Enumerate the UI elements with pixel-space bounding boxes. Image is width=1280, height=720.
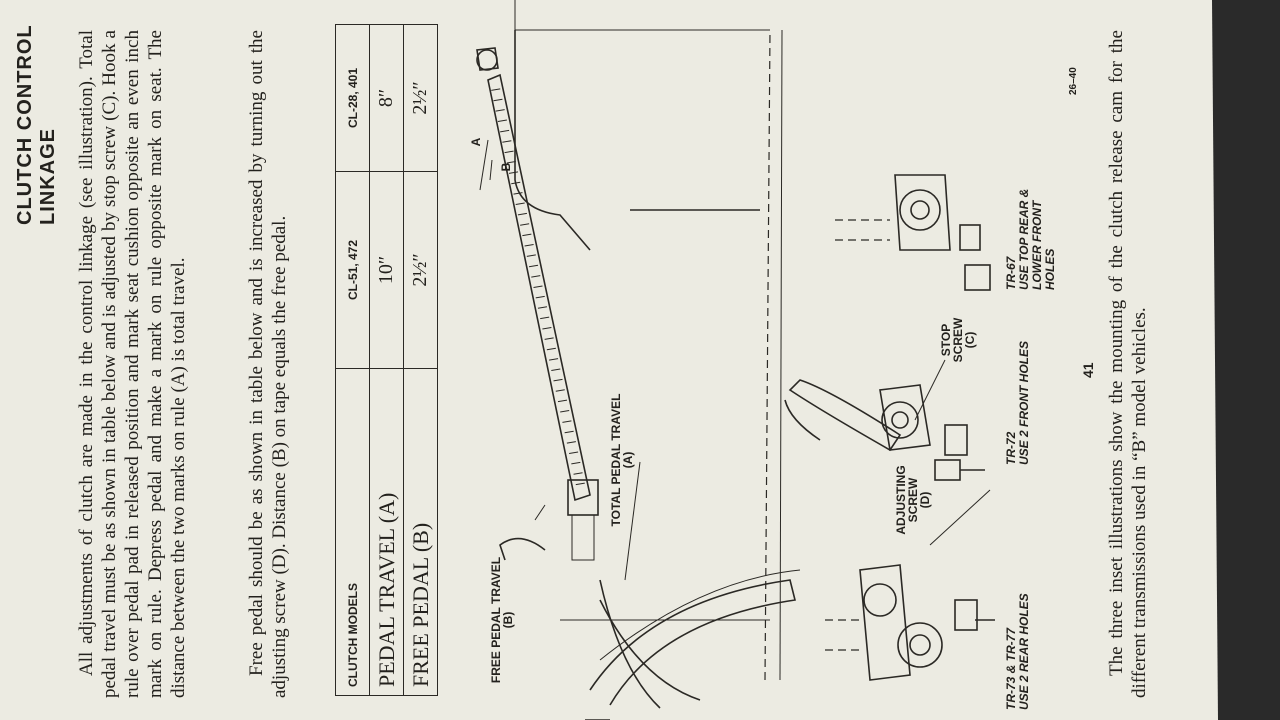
- rule-tick: [504, 150, 514, 154]
- tr67-mechanism: [835, 174, 991, 291]
- caption-tr73-tr77: TR-73 & TR-77 USE 2 REAR HOLES: [1004, 593, 1031, 710]
- caption-tr67: TR-67 USE TOP REAR & LOWER FRONT HOLES: [1004, 188, 1057, 290]
- floor-line: [764, 29, 771, 681]
- rule-tick: [517, 212, 528, 216]
- label-stop-screw: STOP SCREW (C): [939, 317, 977, 363]
- rule-tick: [535, 295, 545, 299]
- rule-tick: [513, 192, 523, 195]
- rule-tick: [553, 378, 563, 382]
- rule-tick: [533, 285, 543, 288]
- release-lever: [788, 379, 902, 452]
- rule-tick: [531, 275, 541, 278]
- rule-tick: [537, 306, 548, 309]
- rule-tick: [508, 171, 519, 174]
- rule-tick: [546, 347, 556, 351]
- label-rule-b: B: [499, 162, 513, 172]
- rule-tick: [560, 410, 570, 413]
- rule-tick: [502, 140, 512, 143]
- rule-tick: [528, 264, 539, 268]
- clutch-linkage-diagram: [0, 0, 1215, 720]
- tr73-tr77-mechanism: [825, 564, 995, 681]
- clutch-rod: [589, 579, 796, 706]
- caption-tr72: TR-72 USE 2 FRONT HOLES: [1004, 340, 1031, 465]
- label-rule-a: A: [469, 137, 483, 147]
- rule-tick: [526, 254, 536, 257]
- adjusting-screw-leader: [929, 489, 991, 546]
- rule-tick: [500, 129, 510, 133]
- rule-tick: [555, 389, 565, 392]
- manual-page: CLUTCH CONTROL LINKAGE All adjustments o…: [0, 0, 1215, 720]
- tr72-mechanism: [879, 384, 985, 481]
- rule-tick: [544, 337, 554, 340]
- rule-tick: [551, 368, 561, 371]
- rule-tick: [571, 461, 581, 465]
- rule-tick: [566, 441, 576, 444]
- rule-tick: [511, 181, 521, 185]
- rule-tick: [573, 472, 583, 475]
- label-total-pedal-travel: TOTAL PEDAL TRAVEL (A): [609, 393, 635, 527]
- label-adjusting-screw: ADJUSTING SCREW (D): [894, 465, 932, 535]
- rule-tick: [515, 202, 525, 205]
- rule-tick: [524, 244, 534, 247]
- rule-tick: [564, 430, 574, 434]
- rule-tick: [522, 233, 532, 237]
- paragraph-insets: The three inset illustrations show the m…: [1106, 30, 1150, 698]
- stop-screw-leader: [914, 359, 946, 421]
- rule-tick: [520, 223, 530, 226]
- rule-tick: [562, 420, 572, 423]
- rule-tick: [495, 109, 505, 112]
- pedal-arm: [599, 579, 661, 709]
- rule-tick: [540, 316, 550, 320]
- rule-tick: [493, 98, 503, 102]
- rule-tick: [557, 399, 568, 403]
- figure-number: 26–40: [1068, 67, 1079, 95]
- rule-tick: [497, 119, 507, 122]
- rule-tick: [542, 327, 552, 330]
- rule-tick: [548, 358, 559, 361]
- measuring-rule: [487, 73, 591, 502]
- rule-tick: [575, 482, 585, 486]
- label-free-pedal-travel: FREE PEDAL TRAVEL (B): [489, 556, 515, 684]
- rule-tick: [569, 451, 579, 454]
- rule-tick: [506, 161, 516, 164]
- rule-tick: [491, 88, 501, 91]
- seat-outline: [514, 30, 591, 251]
- page-number: 41: [1080, 362, 1096, 378]
